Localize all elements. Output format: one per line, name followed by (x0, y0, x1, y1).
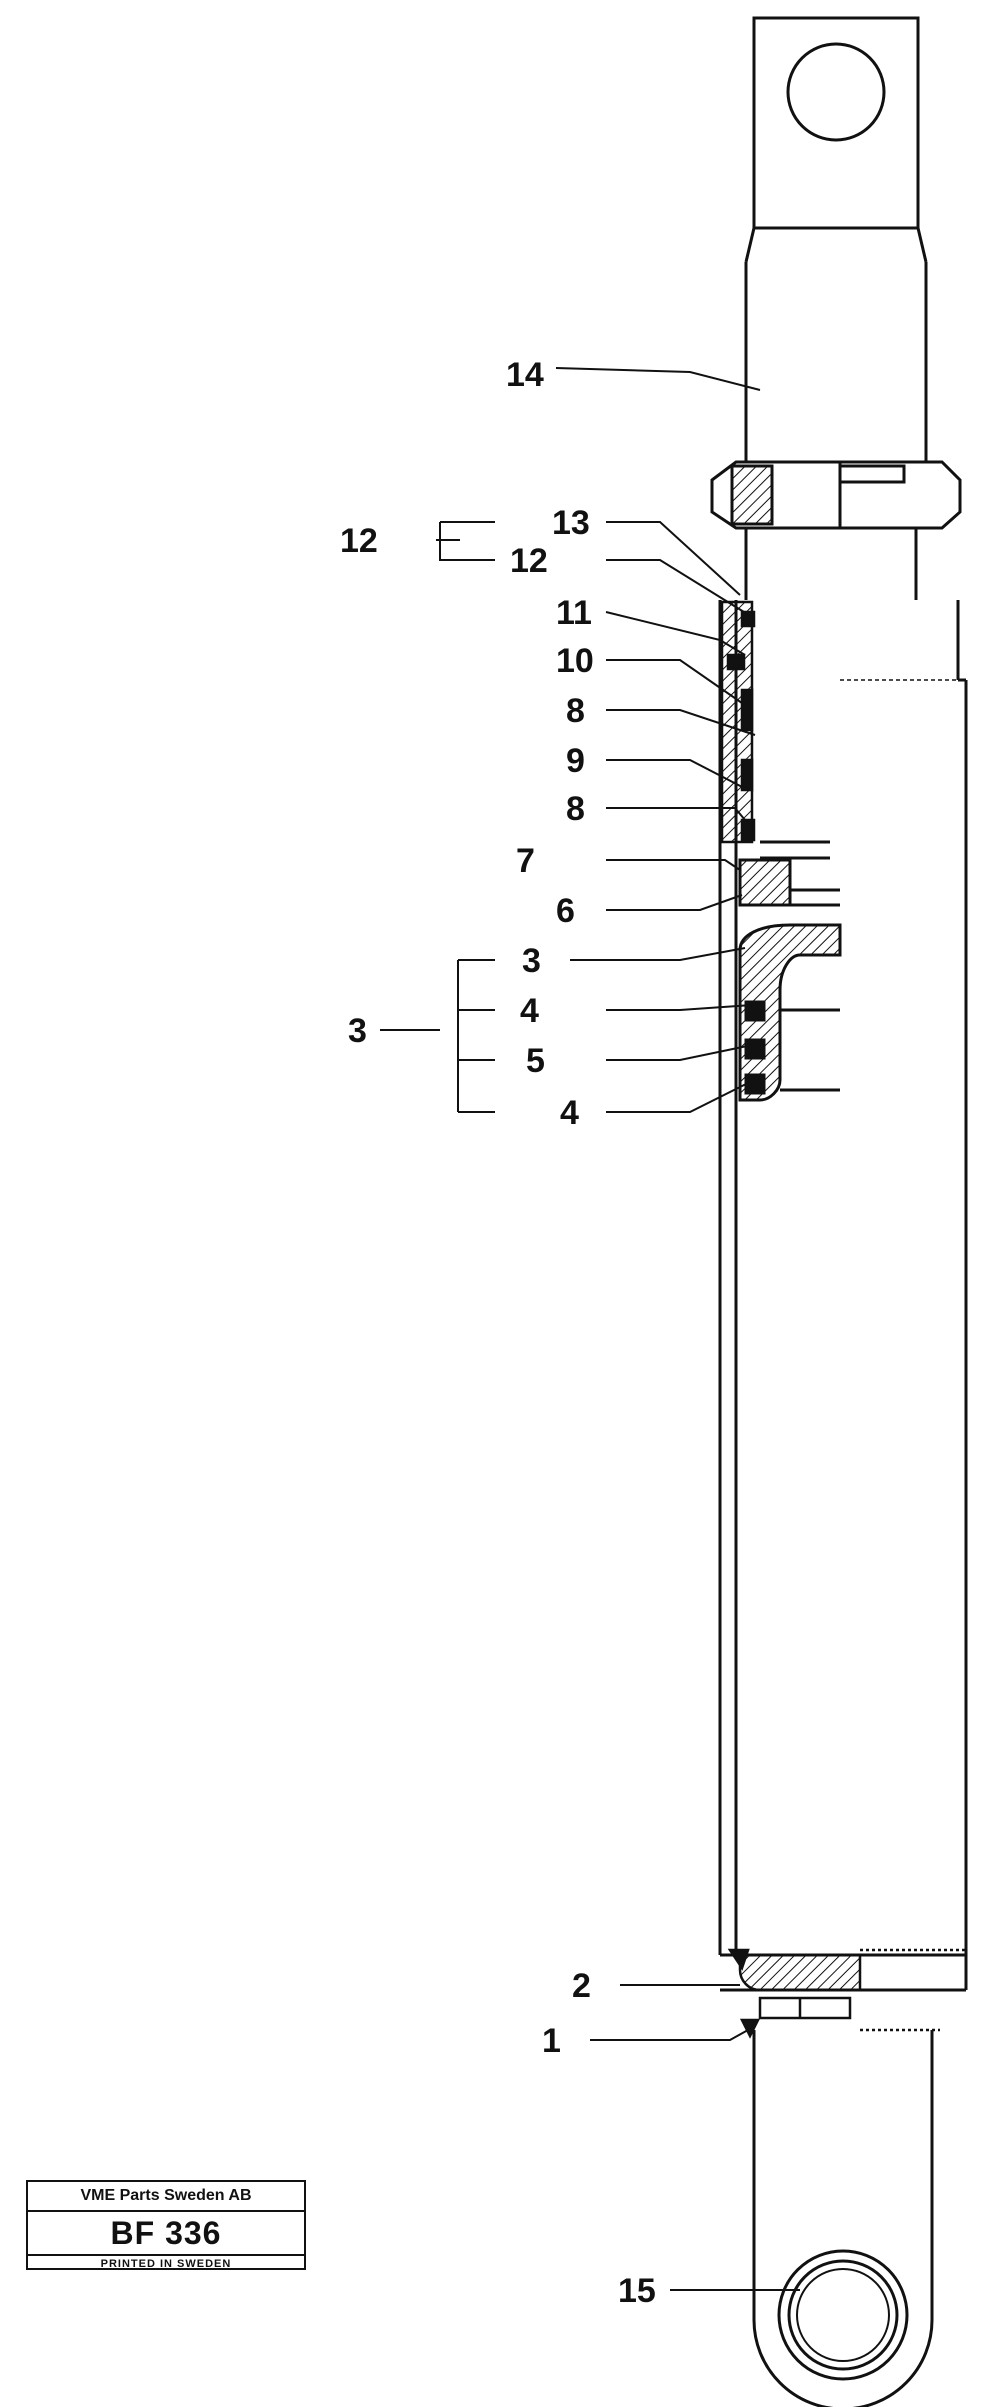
cylinder-bottom (727, 1948, 966, 2039)
stamp-code: BF 336 (28, 2212, 304, 2256)
callout-5: 5 (526, 1042, 545, 1080)
piston-rod (744, 262, 928, 600)
callout-6: 6 (556, 892, 575, 930)
callout-3-group: 3 (348, 1012, 367, 1050)
callout-4b: 4 (560, 1094, 579, 1132)
callout-8b: 8 (566, 790, 585, 828)
rod-eye-top (744, 16, 928, 263)
bottom-eye (752, 2030, 934, 2407)
callout-8a: 8 (566, 692, 585, 730)
piston (738, 840, 842, 1102)
callout-10: 10 (556, 642, 594, 680)
stamp-printed: PRINTED IN SWEDEN (100, 2258, 232, 2270)
parts-stamp: VME Parts Sweden AB BF 336 PRINTED IN SW… (26, 2180, 306, 2270)
cylinder-tube (718, 600, 968, 1992)
rod-nut (710, 460, 962, 530)
callout-7: 7 (516, 842, 535, 880)
callout-12-group: 12 (340, 522, 378, 560)
callout-2: 2 (572, 1967, 591, 2005)
cylinder-head (720, 600, 756, 844)
leader-lines (380, 367, 800, 2291)
callout-15: 15 (618, 2272, 656, 2310)
callout-13: 13 (552, 504, 590, 542)
stamp-company: VME Parts Sweden AB (28, 2182, 304, 2212)
callout-12: 12 (510, 542, 548, 580)
callout-9: 9 (566, 742, 585, 780)
callout-11: 11 (556, 594, 592, 632)
callout-1: 1 (542, 2022, 561, 2060)
callout-4a: 4 (520, 992, 539, 1030)
callout-14: 14 (506, 356, 544, 394)
callout-3: 3 (522, 942, 541, 980)
